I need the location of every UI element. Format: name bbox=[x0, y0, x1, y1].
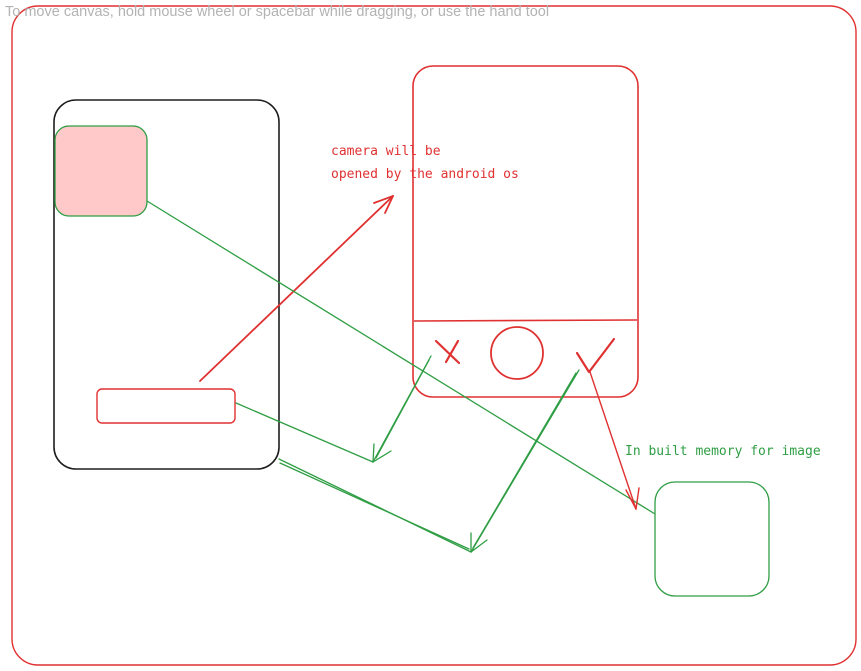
green-link-thumbnail-memory[interactable] bbox=[146, 200, 656, 515]
green-arrow-confirm[interactable] bbox=[470, 369, 580, 553]
image-thumbnail[interactable] bbox=[54, 125, 148, 217]
camera-toolbar-divider bbox=[413, 319, 638, 322]
left-phone-frame[interactable] bbox=[53, 99, 280, 470]
memory-storage-box[interactable] bbox=[654, 481, 770, 597]
memory-label: In built memory for image bbox=[625, 444, 821, 459]
green-arrow-phone[interactable] bbox=[278, 458, 472, 553]
circle-shutter-icon[interactable] bbox=[490, 326, 544, 380]
red-arrow-to-camera[interactable] bbox=[199, 195, 394, 382]
green-arrow-button[interactable] bbox=[235, 402, 375, 463]
outer-frame[interactable] bbox=[11, 5, 857, 666]
camera-note-line2: opened by the android os bbox=[331, 167, 519, 182]
x-icon[interactable] bbox=[434, 339, 461, 365]
green-arrow-cancel[interactable] bbox=[372, 355, 432, 463]
check-icon[interactable] bbox=[575, 337, 616, 374]
camera-note-line1: camera will be bbox=[331, 144, 441, 159]
camera-phone-frame[interactable] bbox=[412, 65, 639, 398]
open-camera-button[interactable] bbox=[96, 388, 236, 424]
red-arrow-to-memory[interactable] bbox=[589, 371, 640, 510]
